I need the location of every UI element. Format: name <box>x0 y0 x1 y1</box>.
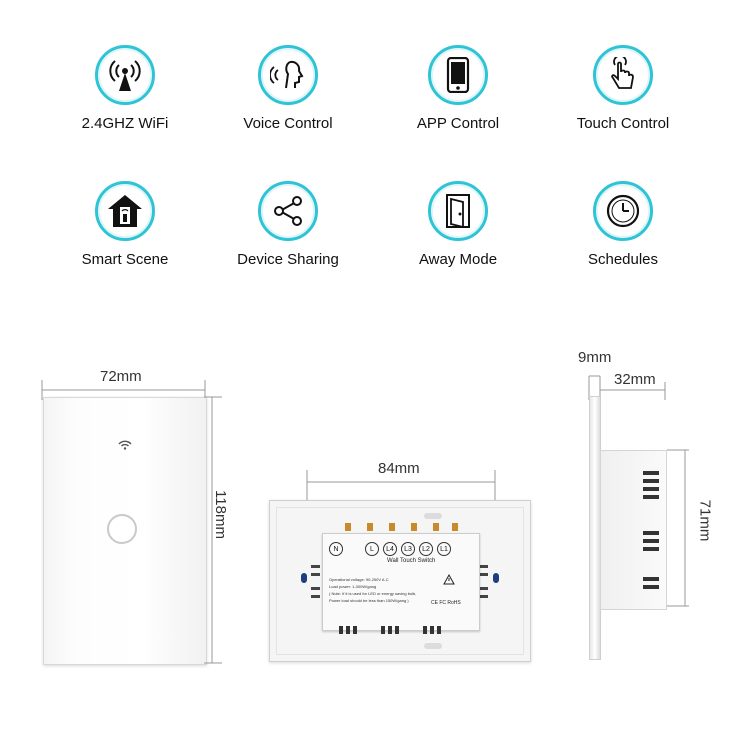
feature-label: APP Control <box>416 115 500 132</box>
mount-slot-top <box>424 513 442 519</box>
spec-load: Load power: 1-300W/gang <box>329 584 377 589</box>
feature-label: Smart Scene <box>81 251 169 268</box>
terminal-n: N <box>329 542 343 556</box>
module-title: Wall Touch Switch <box>387 558 436 564</box>
feature-touch: Touch Control <box>548 45 698 132</box>
spec-voltage: Operational voltage: 90-250V A.C <box>329 577 389 582</box>
feature-label: Away Mode <box>418 251 498 268</box>
cert-marks: CE FC RoHS <box>431 600 461 606</box>
share-icon <box>258 181 318 241</box>
feature-away: Away Mode <box>383 181 533 268</box>
feature-voice: Voice Control <box>213 45 363 132</box>
mount-slot-bottom <box>424 643 442 649</box>
phone-icon <box>428 45 488 105</box>
front-width-label: 72mm <box>100 368 142 385</box>
feature-label: Touch Control <box>576 115 670 132</box>
front-switch-panel <box>43 397 207 665</box>
voice-icon <box>258 45 318 105</box>
wifi-indicator-icon <box>118 440 132 450</box>
feature-wifi: 2.4GHZ WiFi <box>50 45 200 132</box>
side-module-body <box>600 450 667 610</box>
screw-right <box>493 573 499 583</box>
terminal-l2: L2 <box>419 542 433 556</box>
switch-module-body: N L L4 L3 L2 L1 Wall Touch Switch Operat… <box>322 523 480 634</box>
front-height-dimension-line <box>204 396 222 664</box>
clock-icon <box>593 181 653 241</box>
terminal-l3: L3 <box>401 542 415 556</box>
terminal-l4: L4 <box>383 542 397 556</box>
feature-label: Voice Control <box>243 115 333 132</box>
side-height-dimension-line <box>667 449 689 607</box>
feature-schedules: Schedules <box>548 181 698 268</box>
home-icon <box>95 181 155 241</box>
feature-app: APP Control <box>383 45 533 132</box>
feature-label: Device Sharing <box>237 251 339 268</box>
spec-note: ( Note: If it is used for LED or energy … <box>329 591 417 596</box>
feature-label: 2.4GHZ WiFi <box>81 115 169 132</box>
back-plate: N L L4 L3 L2 L1 Wall Touch Switch Operat… <box>269 500 531 662</box>
back-width-label: 84mm <box>378 460 420 477</box>
feature-scene: Smart Scene <box>50 181 200 268</box>
spec-power: Power load should be less than 150W/gang… <box>329 598 409 603</box>
side-height-label: 71mm <box>696 499 714 542</box>
door-icon <box>428 181 488 241</box>
terminal-l: L <box>365 542 379 556</box>
touch-button[interactable] <box>107 514 137 544</box>
feature-sharing: Device Sharing <box>213 181 363 268</box>
warning-icon <box>443 574 455 585</box>
side-depth-label: 32mm <box>614 371 656 388</box>
terminal-l1: L1 <box>437 542 451 556</box>
side-thickness-label: 9mm <box>578 349 612 366</box>
touch-icon <box>593 45 653 105</box>
wifi-antenna-icon <box>95 45 155 105</box>
front-height-label: 118mm <box>211 490 229 539</box>
feature-label: Schedules <box>587 251 659 268</box>
screw-left <box>301 573 307 583</box>
